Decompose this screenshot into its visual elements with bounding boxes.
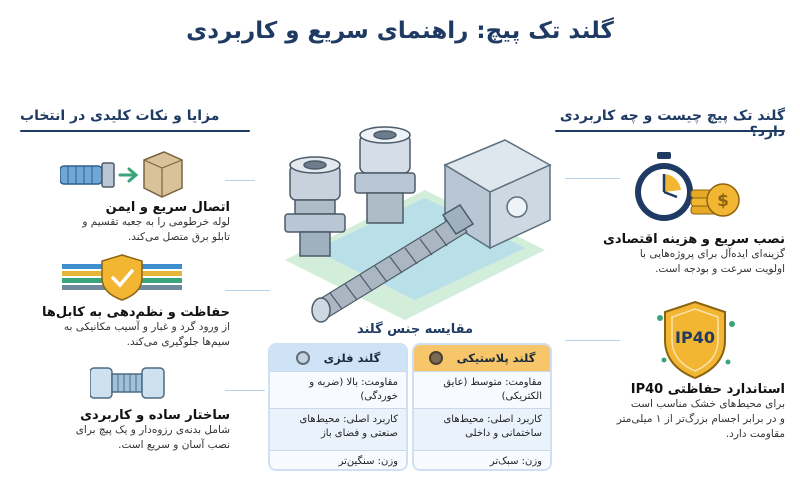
gland-illustration	[255, 120, 555, 325]
metal-gland-header: گلند فلزی	[270, 345, 406, 371]
left-heading-underline	[20, 130, 250, 132]
stopwatch-coins-icon: $	[635, 150, 745, 225]
feature-item: حفاظت و نظم‌دهی به کابل‌ها از ورود گرد و…	[20, 305, 230, 350]
plastic-weight: وزن: سبک‌تر	[414, 450, 550, 469]
metal-gland-column: گلند فلزی مقاومت: بالا (ضربه و خوردگی) ک…	[268, 343, 408, 471]
feature-desc-line: اولویت سرعت و بودجه است.	[655, 263, 785, 276]
plastic-resistance: مقاومت: متوسط (عایق الکتریکی)	[414, 371, 550, 408]
plastic-gland-icon	[428, 351, 443, 365]
feature-desc-line: برای محیط‌های خشک مناسب است	[630, 398, 785, 410]
feature-title: حفاظت و نظم‌دهی به کابل‌ها	[42, 305, 230, 320]
shield-cables-icon	[62, 252, 182, 302]
threaded-gland-icon	[89, 360, 165, 405]
feature-item: ساختار ساده و کاربردی شامل بدنه‌ی رزوه‌د…	[20, 408, 230, 453]
conduit-to-box-icon	[59, 150, 185, 200]
ip40-badge: IP40	[675, 328, 715, 347]
connector-line	[225, 290, 270, 291]
metal-gland-heading: گلند فلزی	[323, 351, 381, 365]
svg-text:$: $	[717, 191, 729, 211]
metal-weight: وزن: سنگین‌تر	[270, 450, 406, 469]
feature-title: نصب سریع و هزینه اقتصادی	[603, 232, 785, 247]
plastic-gland-column: گلند پلاستیکی مقاومت: متوسط (عایق الکتری…	[412, 343, 552, 471]
feature-desc-line: گزینه‌ای ایده‌آل برای پروژه‌هایی با	[639, 248, 785, 260]
feature-title: استاندارد حفاظتی IP40	[630, 382, 785, 397]
connector-line	[565, 178, 620, 179]
plastic-application: کاربرد اصلی: محیط‌های ساختمانی و داخلی	[414, 408, 550, 450]
feature-desc-line: سیم‌ها جلوگیری می‌کند.	[126, 336, 230, 349]
right-section: گلند تک پیچ چیست و چه کاربردی دارد؟	[520, 108, 785, 140]
left-section-heading: مزایا و نکات کلیدی در انتخاب	[20, 108, 220, 124]
right-section-heading: گلند تک پیچ چیست و چه کاربردی دارد؟	[559, 108, 785, 140]
metal-gland-icon	[295, 351, 310, 365]
feature-desc-line: شامل بدنه‌ی رزوه‌دار و یک پیچ برای	[75, 424, 230, 436]
feature-title: ساختار ساده و کاربردی	[80, 408, 230, 423]
connector-line	[225, 390, 265, 391]
comparison-title: مقایسه جنس گلند	[270, 322, 560, 337]
metal-resistance: مقاومت: بالا (ضربه و خوردگی)	[270, 371, 406, 408]
feature-title: اتصال سریع و ایمن	[105, 200, 230, 215]
page-title: گلند تک پیچ: راهنمای سریع و کاربردی	[186, 18, 614, 44]
feature-desc-line: نصب آسان و سریع است.	[118, 439, 230, 452]
comparison-heading: مقایسه جنس گلند	[356, 322, 474, 337]
right-heading-underline	[555, 130, 785, 132]
feature-desc-line: تابلو برق متصل می‌کند.	[127, 231, 230, 244]
feature-desc-line: از ورود گرد و غبار و آسیب مکانیکی به	[63, 321, 230, 333]
feature-desc-line: مقاومت دارد.	[725, 428, 785, 441]
connector-line	[225, 180, 255, 181]
feature-item: اتصال سریع و ایمن لوله خرطومی را به جعبه…	[20, 200, 230, 245]
ip40-shield-icon: IP40	[650, 300, 740, 380]
plastic-gland-header: گلند پلاستیکی	[414, 345, 550, 371]
feature-item: استاندارد حفاظتی IP40 برای محیط‌های خشک …	[565, 382, 785, 443]
metal-application: کاربرد اصلی: محیط‌های صنعتی و فضای باز	[270, 408, 406, 450]
left-section: مزایا و نکات کلیدی در انتخاب	[20, 108, 300, 124]
feature-item: نصب سریع و هزینه اقتصادی گزینه‌ای ایده‌آ…	[565, 232, 785, 277]
feature-desc-line: و در برابر اجسام بزرگ‌تر از ۱ میلی‌متر	[616, 413, 785, 426]
feature-desc-line: لوله خرطومی را به جعبه تقسیم و	[82, 216, 230, 228]
plastic-gland-heading: گلند پلاستیکی	[456, 351, 536, 365]
connector-line	[565, 340, 620, 341]
